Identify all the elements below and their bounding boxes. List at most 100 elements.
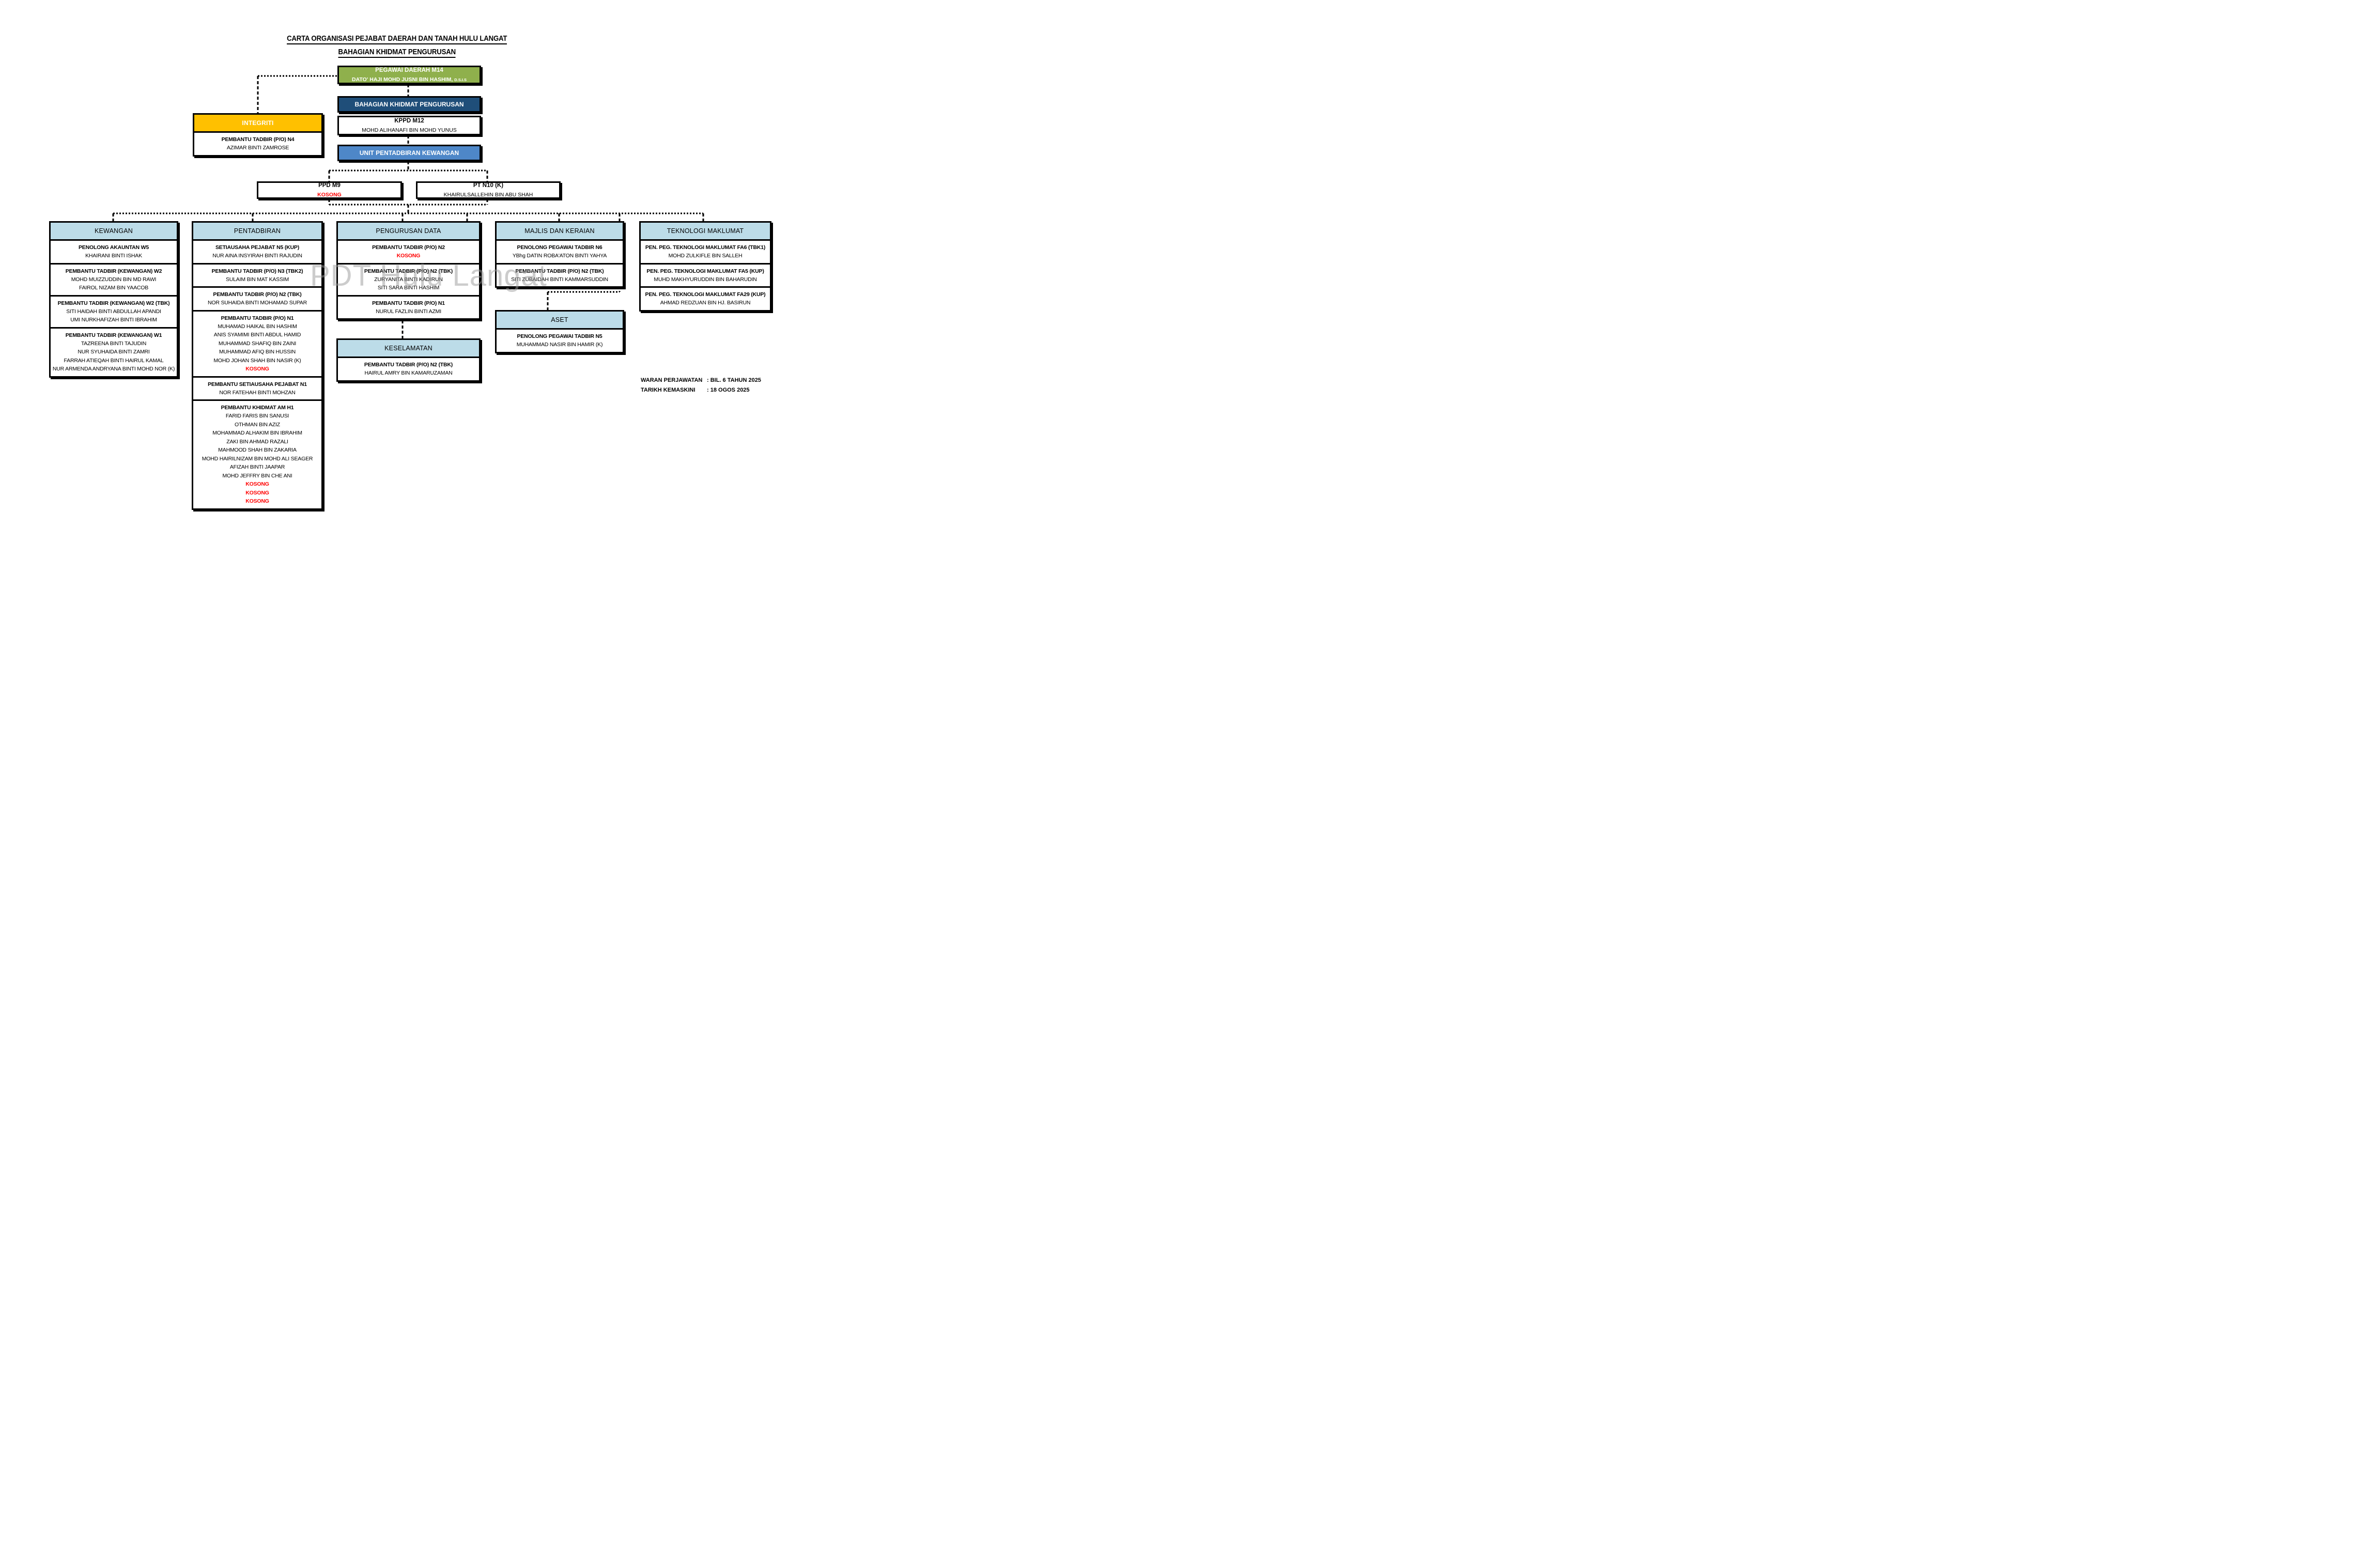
post-title: PEGAWAI DAERAH M14 (375, 67, 443, 73)
staff-name: FARRAH ATIEQAH BINTI HAIRUL KAMAL (64, 357, 164, 364)
staff-name: NURUL FAZLIN BINTI AZMI (376, 308, 441, 315)
division-title: BAHAGIAN KHIDMAT PENGURUSAN (354, 101, 464, 108)
staff-name: UMI NURKHAFIZAH BINTI IBRAHIM (70, 317, 157, 323)
staff-name: FAIROL NIZAM BIN YAACOB (79, 285, 149, 291)
post-title: SETIAUSAHA PEJABAT N5 (KUP) (215, 244, 300, 251)
post-title: PEMBANTU TADBIR (P/O) N2 (TBK) (364, 362, 453, 368)
vacant-slot: KOSONG (317, 192, 342, 198)
vacant-slot: KOSONG (245, 481, 269, 487)
staff-name: YBhg DATIN ROBA'ATON BINTI YAHYA (512, 253, 607, 259)
post-title: PEMBANTU TADBIR (P/O) N2 (TBK) (515, 268, 604, 274)
footer-value: : 18 OGOS 2025 (707, 387, 750, 393)
post-section: PEMBANTU KHIDMAT AM H1 FARID FARIS BIN SA… (193, 401, 321, 508)
staff-name: ZURYANITA BINTI KADIRUN (374, 276, 443, 283)
staff-name: OTHMAN BIN AZIZ (234, 421, 280, 428)
post-title: PEMBANTU TADBIR (P/O) N2 (TBK) (213, 291, 302, 298)
staff-name: NOR SUHAIDA BINTI MOHAMAD SUPAR (208, 300, 307, 306)
box-aset: ASET PENOLONG PEGAWAI TADBIR N5 MUHAMMAD N… (495, 310, 624, 353)
column-header: PENGURUSAN DATA (338, 223, 479, 241)
column-header: MAJLIS DAN KERAIAN (497, 223, 623, 241)
staff-name: NUR AINA INSYIRAH BINTI RAJUDIN (212, 253, 302, 259)
staff-name: ZAKI BIN AHMAD RAZALI (226, 438, 288, 445)
staff-name: MOHAMMAD ALHAKIM BIN IBRAHIM (212, 430, 302, 436)
column-header: KEWANGAN (51, 223, 177, 241)
post-title: PEMBANTU SETIAUSAHA PEJABAT N1 (208, 381, 307, 387)
column-pengurusan-data: PENGURUSAN DATA PEMBANTU TADBIR (P/O) N2 K… (336, 221, 481, 320)
vacant-slot: KOSONG (245, 366, 269, 372)
footer-label: TARIKH KEMASKINI (641, 387, 696, 393)
vacant-slot: KOSONG (245, 498, 269, 504)
post-title: PEMBANTU TADBIR (P/O) N1 (372, 300, 445, 306)
post-section: PEMBANTU TADBIR (KEWANGAN) W2 MOHD MUIZZU… (51, 265, 177, 297)
post-title: PEMBANTU TADBIR (P/O) N2 (372, 244, 445, 251)
box-pegawai-daerah: PEGAWAI DAERAH M14 DATO' HAJI MOHD JUSNI… (337, 66, 481, 84)
staff-name: SITI SARA BINTI HASHIM (377, 285, 440, 291)
post-title: PENOLONG PEGAWAI TADBIR N6 (517, 244, 602, 251)
post-section: PEN. PEG. TEKNOLOGI MAKLUMAT FA5 (KUP) MU… (641, 265, 770, 288)
post-title: PEMBANTU TADBIR (KEWANGAN) W1 (65, 332, 162, 338)
box-pt-n10: PT N10 (K) KHAIRULSALLEHIN BIN ABU SHAH (416, 181, 561, 199)
vacant-slot: KOSONG (396, 253, 421, 259)
post-section: PEMBANTU SETIAUSAHA PEJABAT N1 NOR FATEHA… (193, 378, 321, 401)
staff-name: AZIMAR BINTI ZAMROSE (226, 145, 289, 151)
post-title: PEMBANTU TADBIR (P/O) N4 (221, 136, 295, 143)
staff-name: MUHAMMAD NASIR BIN HAMIR (K) (516, 342, 603, 348)
post-section: SETIAUSAHA PEJABAT N5 (KUP) NUR AINA INSY… (193, 241, 321, 265)
integriti-header: INTEGRITI (194, 115, 321, 133)
post-section: PEN. PEG. TEKNOLOGI MAKLUMAT FA29 (KUP)A… (641, 288, 770, 310)
unit-title: UNIT PENTADBIRAN KEWANGAN (359, 149, 459, 157)
post-title: KPPD M12 (394, 118, 424, 124)
staff-name: NUR SYUHAIDA BINTI ZAMRI (78, 349, 150, 355)
post-title: PEMBANTU TADBIR (P/O) N1 (221, 315, 294, 321)
post-title: PEMBANTU KHIDMAT AM H1 (221, 405, 294, 411)
staff-name: NOR FATEHAH BINTI MOHZAN (219, 389, 296, 396)
post-section: PEMBANTU TADBIR (P/O) N2 KOSONG (338, 241, 479, 265)
post-section: PEN. PEG. TEKNOLOGI MAKLUMAT FA6 (TBK1)M… (641, 241, 770, 265)
post-section: PENOLONG PEGAWAI TADBIR N5 MUHAMMAD NASIR… (497, 330, 623, 352)
post-section: PEMBANTU TADBIR (KEWANGAN) W2 (TBK)SITI … (51, 297, 177, 329)
staff-name: MOHD ALIHANAFI BIN MOHD YUNUS (362, 127, 457, 133)
honorific-suffix: D.S.I.S (454, 77, 467, 82)
chart-title-line1: CARTA ORGANISASI PEJABAT DAERAH DAN TANA… (0, 34, 794, 44)
staff-name: MAHMOOD SHAH BIN ZAKARIA (218, 447, 297, 453)
box-unit-pentadbiran-kewangan: UNIT PENTADBIRAN KEWANGAN (337, 145, 481, 161)
post-section: PEMBANTU TADBIR (P/O) N2 (TBK) ZURYANITA … (338, 265, 479, 297)
staff-name: MOHD JEFFRY BIN CHE ANI (222, 472, 292, 479)
post-title: PPD M9 (318, 182, 341, 189)
post-section: PEMBANTU TADBIR (P/O) N4 AZIMAR BINTI ZA… (194, 133, 321, 155)
staff-name: FARID FARIS BIN SANUSI (225, 413, 289, 419)
staff-name: MUHAMMAD AFIQ BIN HUSSIN (219, 349, 296, 355)
staff-name: MUHD MAKHYURUDDIN BIN BAHARUDIN (654, 276, 757, 283)
post-section: PEMBANTU TADBIR (P/O) N2 (TBK) SITI ZUBAI… (497, 265, 623, 287)
footer-row: WARAN PERJAWATAN : BIL. 6 TAHUN 2025 (641, 376, 761, 385)
staff-name: AFIZAH BINTI JAAPAR (229, 464, 285, 470)
column-header: KESELAMATAN (338, 340, 479, 358)
column-header: ASET (497, 312, 623, 330)
post-title: PEMBANTU TADBIR (P/O) N2 (TBK) (364, 268, 453, 274)
post-section: PEMBANTU TADBIR (P/O) N1 NURUL FAZLIN BIN… (338, 297, 479, 319)
staff-name: HAIRUL AMRY BIN KAMARUZAMAN (364, 370, 453, 376)
staff-name: TAZREENA BINTI TAJUDIN (81, 340, 147, 347)
staff-name: MOHD JOHAN SHAH BIN NASIR (K) (213, 357, 301, 364)
post-title: PENOLONG PEGAWAI TADBIR N5 (517, 333, 602, 339)
footer-value: : BIL. 6 TAHUN 2025 (707, 377, 761, 383)
post-title: PT N10 (K) (473, 182, 504, 189)
box-ppd-m9: PPD M9 KOSONG (257, 181, 402, 199)
staff-name: MOHD ZULKIFLE BIN SALLEH (668, 253, 743, 259)
footer-info: WARAN PERJAWATAN : BIL. 6 TAHUN 2025 TAR… (641, 376, 761, 395)
post-title: PEN. PEG. TEKNOLOGI MAKLUMAT FA5 (KUP) (646, 268, 764, 274)
post-title: PEMBANTU TADBIR (KEWANGAN) W2 (65, 268, 162, 274)
staff-name: SITI ZUBAIDAH BINTI KAMMARSUDDIN (511, 276, 608, 283)
post-section: PEMBANTU TADBIR (P/O) N2 (TBK) NOR SUHAID… (193, 288, 321, 312)
org-chart-canvas: CARTA ORGANISASI PEJABAT DAERAH DAN TANA… (0, 0, 794, 522)
staff-name: NUR ARMENDA ANDRYANA BINTI MOHD NOR (K) (52, 366, 175, 372)
post-title: PEMBANTU TADBIR (P/O) N3 (TBK2) (211, 268, 303, 274)
staff-name: MOHD HAIRILNIZAM BIN MOHD ALI SEAGER (202, 455, 313, 462)
staff-name: KHAIRULSALLEHIN BIN ABU SHAH (443, 192, 533, 198)
column-majlis-dan-keraian: MAJLIS DAN KERAIAN PENOLONG PEGAWAI TADBI… (495, 221, 624, 288)
staff-name: MOHD MUIZZUDDIN BIN MD RAWI (71, 276, 157, 283)
